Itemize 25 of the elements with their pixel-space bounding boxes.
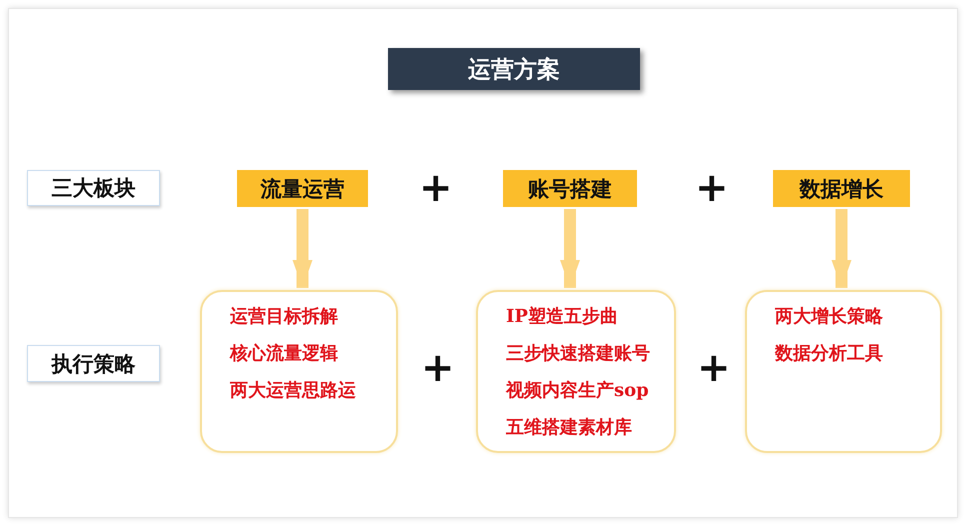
strategy-item: 运营目标拆解	[230, 306, 338, 328]
category-box: 流量运营	[237, 170, 368, 207]
strategy-box	[200, 290, 398, 453]
strategy-item: 视频内容生产sop	[506, 380, 649, 402]
category-box: 账号搭建	[503, 170, 637, 207]
strategy-item: 五维搭建素材库	[506, 417, 632, 439]
plus-sign: +	[695, 168, 725, 208]
plus-sign: +	[697, 348, 727, 388]
strategy-item: 两大运营思路运	[230, 380, 356, 402]
row-label-box: 执行策略	[27, 345, 160, 382]
strategy-item: 核心流量逻辑	[230, 343, 338, 365]
plus-sign: +	[419, 168, 449, 208]
strategy-item: IP塑造五步曲	[506, 306, 618, 328]
plus-sign: +	[421, 348, 451, 388]
strategy-box	[476, 290, 676, 453]
down-arrow	[292, 209, 312, 288]
title-banner: 运营方案	[388, 48, 640, 90]
down-arrow	[560, 209, 580, 288]
down-arrow	[832, 209, 852, 288]
category-box: 数据增长	[773, 170, 910, 207]
row-label-box: 三大板块	[27, 170, 160, 206]
strategy-box	[745, 290, 942, 453]
strategy-item: 数据分析工具	[775, 343, 883, 365]
strategy-item: 两大增长策略	[775, 306, 883, 328]
strategy-item: 三步快速搭建账号	[506, 343, 650, 365]
